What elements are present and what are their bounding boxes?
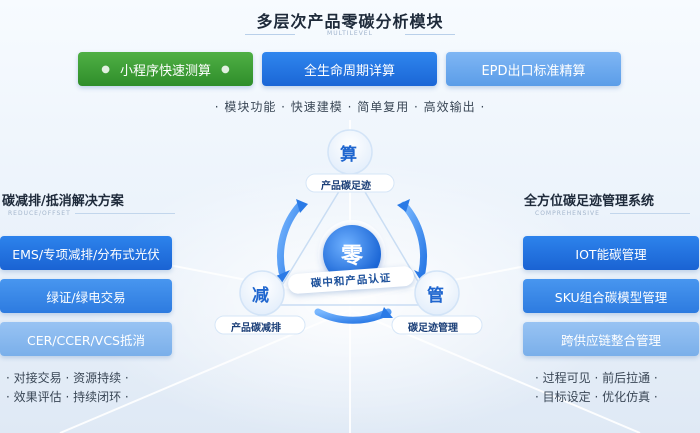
green-cert-trading-button[interactable]: 绿证/绿电交易: [0, 279, 172, 313]
button-label: SKU组合碳模型管理: [554, 289, 668, 305]
module-features: · 模块功能 · 快速建模 · 简单复用 · 高效输出 ·: [214, 100, 486, 114]
left-section-title: 碳减排/抵消解决方案: [2, 194, 124, 209]
lifecycle-detailed-calc-button[interactable]: 全生命周期详算: [262, 52, 437, 86]
right-section-divider: [610, 213, 690, 214]
bullet-line: · 目标设定 · 优化仿真 ·: [535, 390, 658, 404]
bullet-dot-icon: ●: [101, 63, 110, 75]
button-label: IOT能碳管理: [575, 246, 647, 262]
title-divider-left: [245, 34, 295, 35]
left-bullets: · 对接交易 · 资源持续 · · 效果评估 · 持续闭环 ·: [6, 369, 129, 407]
bullet-dot-icon: ●: [221, 63, 230, 75]
button-label: 全生命周期详算: [303, 63, 395, 79]
calc-char: 算: [340, 145, 357, 165]
button-label: 跨供应链整合管理: [560, 332, 661, 348]
bullet-line: · 过程可见 · 前后拉通 ·: [535, 371, 658, 385]
ribbon-label: 碳中和产品认证: [310, 271, 392, 290]
top-node-label: 产品碳足迹: [321, 181, 371, 192]
sku-carbon-model-button[interactable]: SKU组合碳模型管理: [523, 279, 699, 313]
iot-energy-carbon-button[interactable]: IOT能碳管理: [523, 236, 699, 270]
page-title: 多层次产品零碳分析模块: [256, 12, 444, 31]
left-section-subtitle: REDUCE/OFFSET: [8, 210, 71, 217]
reduce-char: 减: [252, 286, 269, 306]
mini-program-quick-calc-button[interactable]: ● 小程序快速测算 ●: [78, 52, 253, 86]
left-section-divider: [75, 213, 175, 214]
left-label-pill: [214, 315, 306, 335]
manage-char: 管: [427, 286, 444, 306]
button-label: EMS/专项减排/分布式光伏: [12, 246, 160, 262]
right-node: [414, 270, 460, 316]
center-char: 零: [340, 244, 363, 269]
page-subtitle: MULTILEVEL: [327, 30, 373, 37]
left-node-label: 产品碳减排: [231, 323, 281, 334]
ems-reduction-button[interactable]: EMS/专项减排/分布式光伏: [0, 236, 172, 270]
right-section-subtitle: COMPREHENSIVE: [535, 210, 600, 217]
right-section-title: 全方位碳足迹管理系统: [524, 194, 655, 209]
epd-export-calc-button[interactable]: EPD出口标准精算: [446, 52, 621, 86]
bullet-line: · 效果评估 · 持续闭环 ·: [6, 390, 129, 404]
title-divider-right: [405, 34, 455, 35]
right-node-label: 碳足迹管理: [408, 323, 458, 334]
triangle-outline: [268, 168, 434, 306]
button-label: 小程序快速测算: [119, 63, 211, 79]
left-node: [239, 270, 285, 316]
bullet-line: · 对接交易 · 资源持续 ·: [6, 371, 129, 385]
right-bullets: · 过程可见 · 前后拉通 · · 目标设定 · 优化仿真 ·: [535, 369, 658, 407]
top-label-pill: [305, 173, 395, 193]
right-label-pill: [391, 315, 483, 335]
cer-offset-button[interactable]: CER/CCER/VCS抵消: [0, 322, 172, 356]
button-label: EPD出口标准精算: [481, 63, 586, 79]
supply-chain-integration-button[interactable]: 跨供应链整合管理: [523, 322, 699, 356]
button-label: 绿证/绿电交易: [46, 289, 126, 305]
button-label: CER/CCER/VCS抵消: [27, 332, 145, 348]
